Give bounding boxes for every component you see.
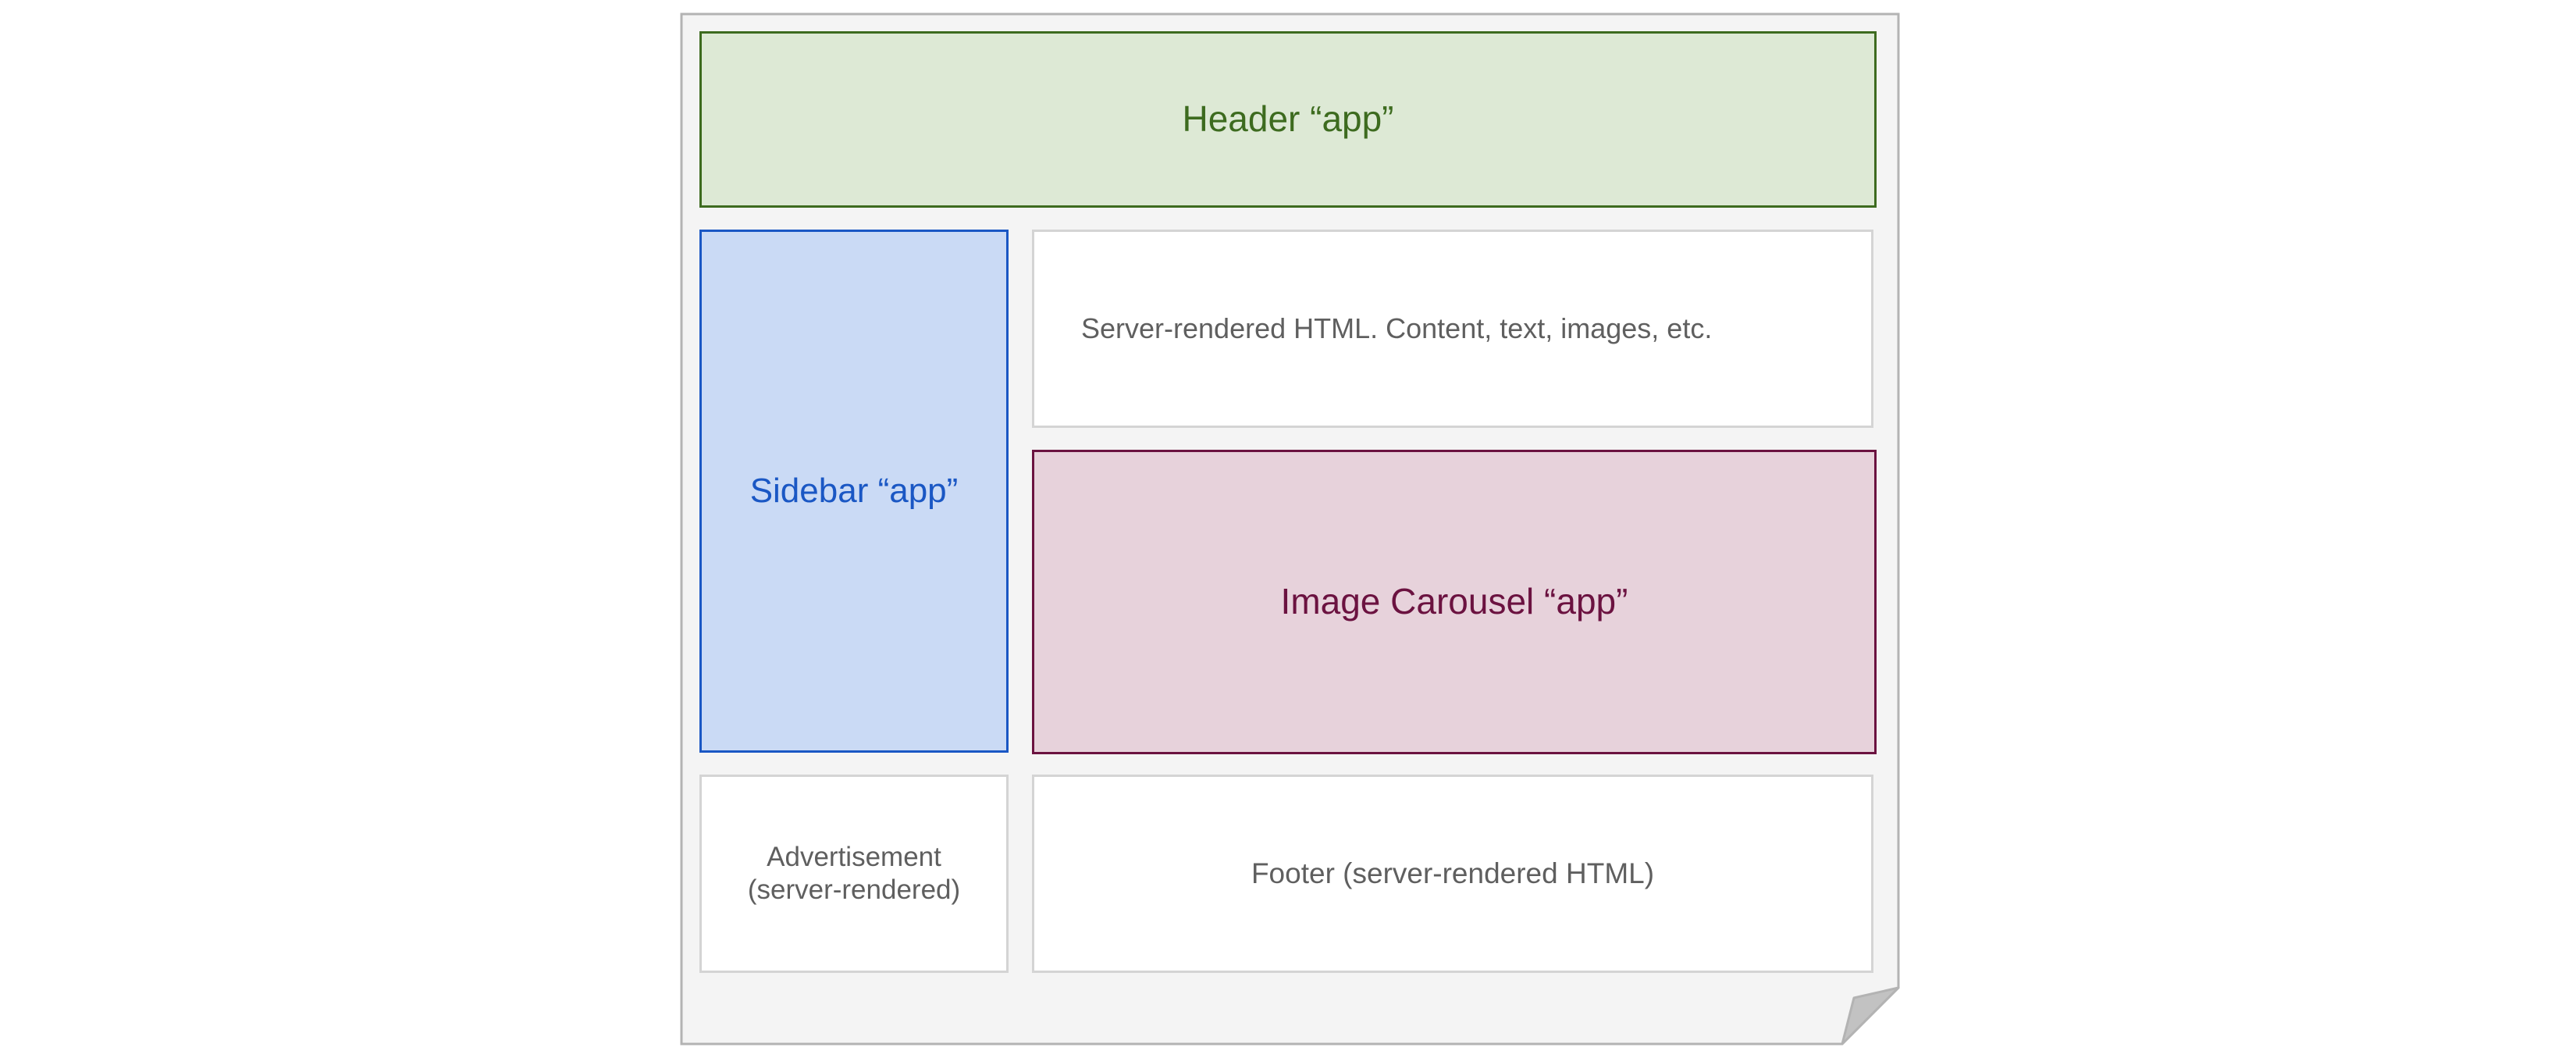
header-app-label: Header “app” [1182,98,1394,140]
image-carousel-app-label: Image Carousel “app” [1280,581,1628,622]
server-rendered-content-label: Server-rendered HTML. Content, text, ima… [1081,312,1713,345]
page-curl-icon [1841,986,1900,1046]
footer-box: Footer (server-rendered HTML) [1032,775,1873,973]
image-carousel-app-box: Image Carousel “app” [1032,450,1877,754]
advertisement-label: Advertisement [767,842,941,872]
advertisement-sublabel: (server-rendered) [747,875,961,905]
advertisement-box: Advertisement (server-rendered) [699,775,1009,973]
server-rendered-content-box: Server-rendered HTML. Content, text, ima… [1032,230,1873,428]
sidebar-app-box: Sidebar “app” [699,230,1009,753]
footer-label: Footer (server-rendered HTML) [1251,857,1655,889]
header-app-box: Header “app” [699,31,1877,208]
sidebar-app-label: Sidebar “app” [749,471,959,510]
